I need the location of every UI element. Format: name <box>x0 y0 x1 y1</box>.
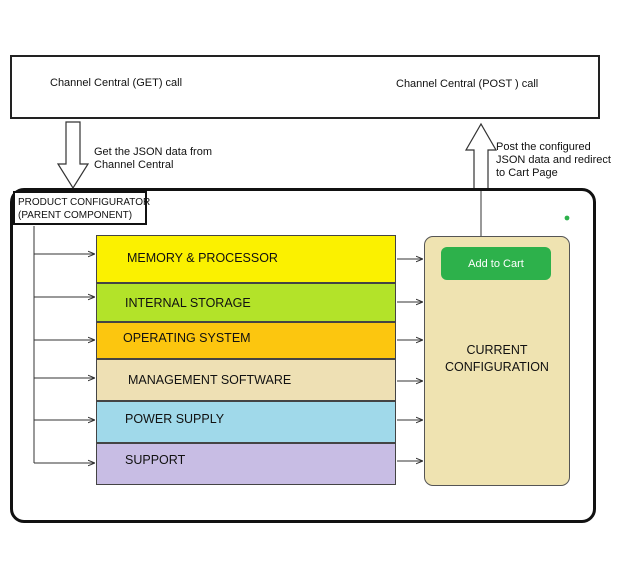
product-configurator-container <box>10 188 596 523</box>
component-memory-processor: MEMORY & PROCESSOR <box>96 235 396 283</box>
component-label: INTERNAL STORAGE <box>125 295 251 310</box>
component-label: OPERATING SYSTEM <box>123 330 251 345</box>
post-call-label: Channel Central (POST ) call <box>396 78 539 90</box>
get-note-line-1: Get the JSON data from <box>94 146 212 158</box>
component-label: MANAGEMENT SOFTWARE <box>128 373 292 387</box>
component-management-software: MANAGEMENT SOFTWARE <box>96 359 396 401</box>
get-note-line-2: Channel Central <box>94 159 174 171</box>
current-config-line-2: CONFIGURATION <box>445 360 549 374</box>
get-call-label: Channel Central (GET) call <box>50 77 183 89</box>
add-to-cart-label: Add to Cart <box>468 257 524 270</box>
green-dot-icon <box>564 215 570 221</box>
parent-label-line-2: (PARENT COMPONENT) <box>18 210 133 221</box>
channel-central-box <box>10 55 600 119</box>
post-note-line-1: Post the configured <box>496 141 591 153</box>
component-operating-system: OPERATING SYSTEM <box>96 322 396 359</box>
parent-component-label-box <box>13 191 147 225</box>
post-note-line-2: JSON data and redirect <box>496 154 611 166</box>
component-label: SUPPORT <box>125 453 186 467</box>
get-arrow <box>56 121 90 190</box>
current-config-line-1: CURRENT <box>466 343 528 357</box>
parent-label-line-1: PRODUCT CONFIGURATOR <box>18 197 151 208</box>
add-to-cart-button[interactable]: Add to Cart <box>441 247 551 280</box>
post-arrow <box>464 122 498 191</box>
component-support: SUPPORT <box>96 443 396 485</box>
component-internal-storage: INTERNAL STORAGE <box>96 283 396 322</box>
component-label: POWER SUPPLY <box>125 412 225 426</box>
component-label: MEMORY & PROCESSOR <box>127 251 278 265</box>
component-power-supply: POWER SUPPLY <box>96 401 396 443</box>
post-note-line-3: to Cart Page <box>496 167 558 179</box>
